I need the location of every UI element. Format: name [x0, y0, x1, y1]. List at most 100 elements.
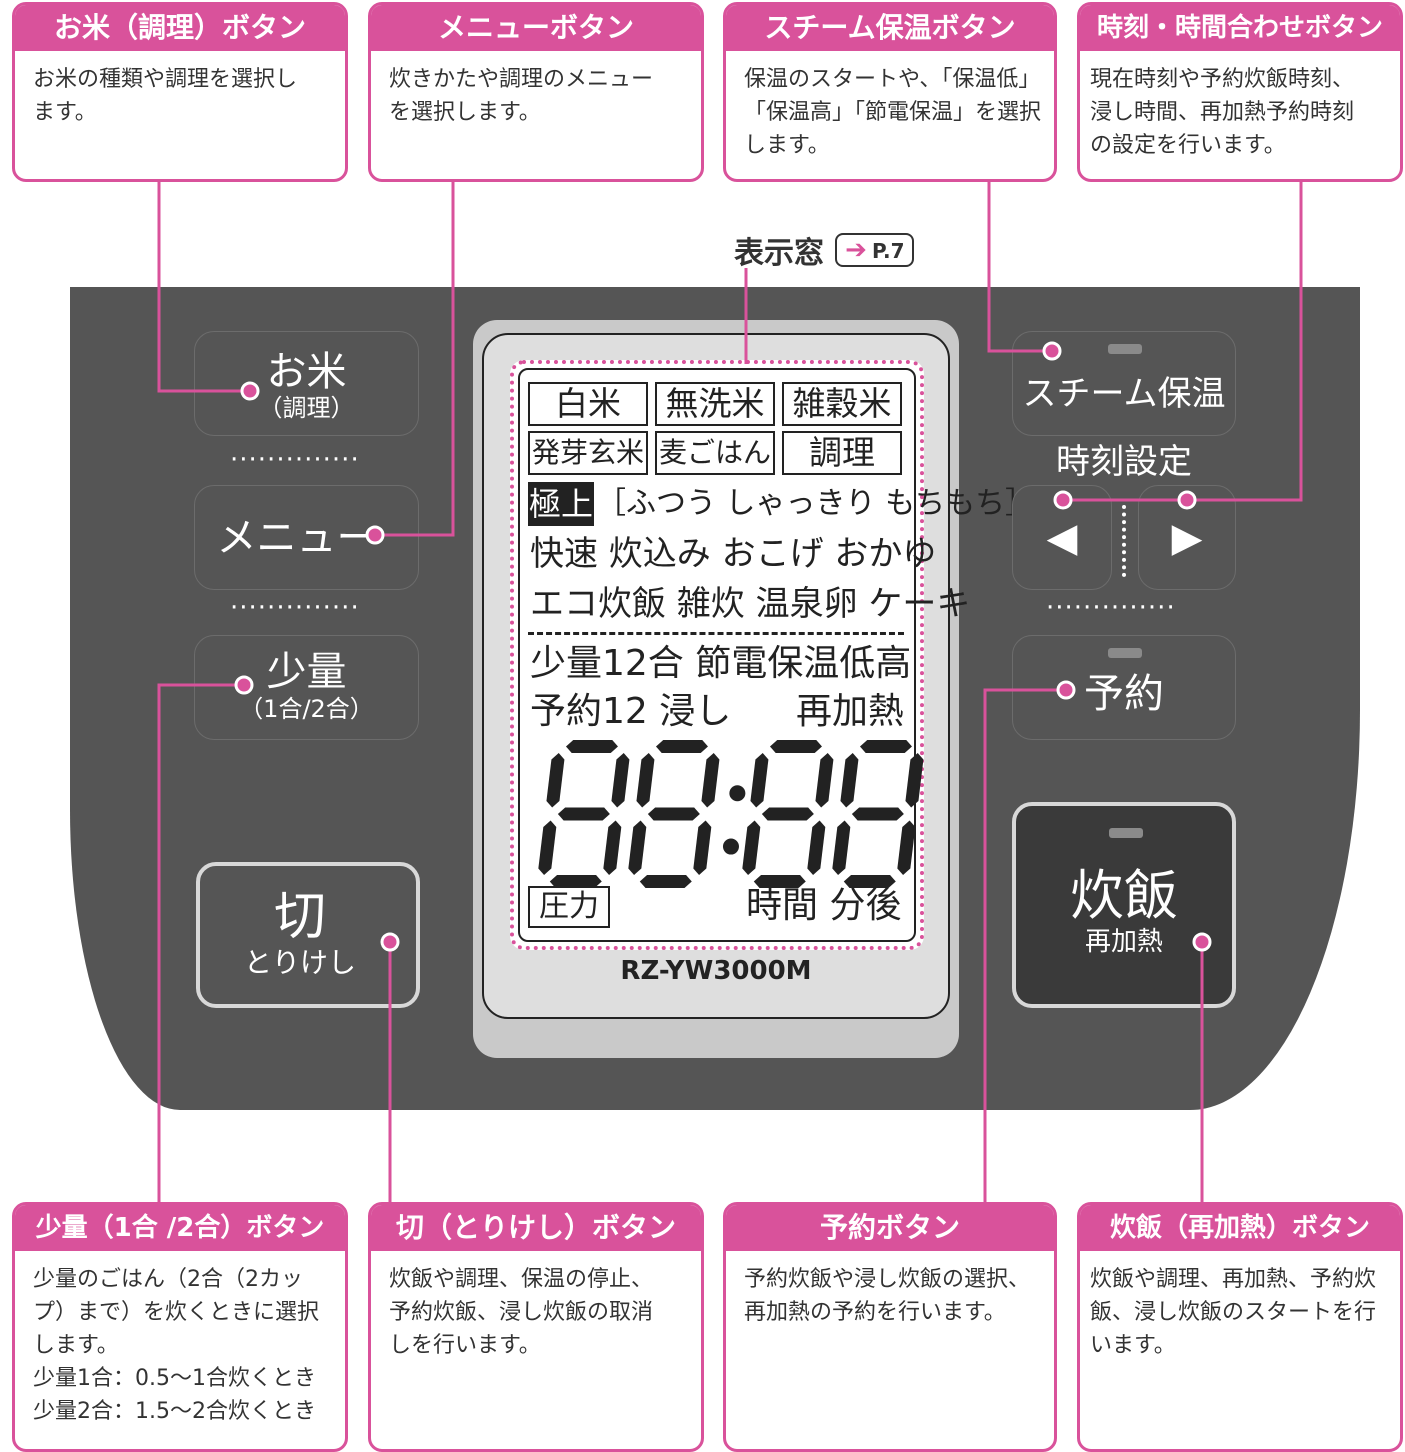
- desc-line: ます。: [33, 100, 97, 125]
- kiri-button[interactable]: 切 とりけし: [196, 862, 420, 1008]
- desc-line: 少量2合：1.5〜2合炊くとき: [33, 1399, 316, 1424]
- callout-shouryou: 少量（1合 /2合）ボタン 少量のごはん（2合（2カッ プ）まで）を炊くときに選…: [12, 1202, 348, 1452]
- suihan-label: 炊飯: [1070, 864, 1178, 927]
- desc-line: 少量1合：0.5〜1合炊くとき: [33, 1366, 316, 1391]
- callout-desc: 炊飯や調理、保温の停止、 予約炊飯、浸し炊飯の取消 しを行います。: [371, 1251, 701, 1362]
- callout-title: 時刻・時間合わせボタン: [1080, 5, 1400, 51]
- okome-sub-label: （調理）: [258, 394, 355, 422]
- callout-suihan: 炊飯（再加熱）ボタン 炊飯や調理、再加熱、予約炊 飯、浸し炊飯のスタートを行 い…: [1077, 1202, 1403, 1452]
- desc-line: します。: [744, 133, 830, 158]
- lcd-line-menu1: 快速 炊込み おこげ おかゆ: [530, 534, 937, 574]
- steam-hoon-button[interactable]: スチーム保温: [1012, 331, 1236, 436]
- desc-line: 予約炊飯や浸し炊飯の選択、: [744, 1267, 1031, 1292]
- steam-led-indicator: [1108, 344, 1142, 354]
- lcd-texture: ［ふつう しゃっきり もちもち］: [596, 486, 1036, 521]
- shouryou-button[interactable]: 少量 （1合/2合）: [194, 635, 419, 740]
- page-ref-badge: ➔ P.7: [835, 233, 915, 267]
- callout-menu: メニューボタン 炊きかたや調理のメニュー を選択します。: [368, 2, 704, 182]
- shouryou-label: 少量: [266, 649, 347, 695]
- yoyaku-led-indicator: [1108, 648, 1142, 658]
- okome-label: お米: [266, 349, 347, 395]
- lcd-line-saikanetsu: 再加熱: [796, 691, 905, 732]
- menu-button[interactable]: メニュー: [194, 485, 419, 590]
- yoyaku-label: 予約: [1084, 671, 1164, 717]
- menu-label: メニュー: [216, 515, 377, 561]
- desc-line: 予約炊飯、浸し炊飯の取消: [389, 1300, 654, 1325]
- callout-title: お米（調理）ボタン: [15, 5, 345, 51]
- desc-line: 飯、浸し炊飯のスタートを行: [1090, 1300, 1377, 1325]
- desc-line: 炊きかたや調理のメニュー: [389, 67, 654, 92]
- lcd-line-shouryou: 少量12合 節電保温低高: [530, 643, 912, 684]
- lcd-zakkokumai: 雑穀米: [782, 382, 902, 426]
- desc-line: 再加熱の予約を行います。: [744, 1300, 1006, 1325]
- time-setting-label: 時刻設定: [1056, 442, 1192, 482]
- callout-desc: 予約炊飯や浸し炊飯の選択、 再加熱の予約を行います。: [726, 1251, 1054, 1329]
- desc-line: 少量のごはん（2合（2カッ: [33, 1267, 303, 1292]
- separator-dots: ··············: [1046, 593, 1176, 623]
- callout-title: 切（とりけし）ボタン: [371, 1205, 701, 1251]
- desc-line: しを行います。: [389, 1333, 541, 1358]
- desc-line: 現在時刻や予約炊飯時刻、: [1090, 67, 1355, 92]
- desc-line: 「保温高」「節電保温」を選択: [744, 100, 1042, 125]
- lcd-chouri: 調理: [782, 431, 902, 475]
- callout-desc: 炊きかたや調理のメニュー を選択します。: [371, 51, 701, 129]
- time-back-button[interactable]: ◀: [1012, 485, 1112, 590]
- callout-desc: 保温のスタートや、「保温低」 「保温高」「節電保温」を選択 します。: [726, 51, 1054, 162]
- triangle-right-icon: ▶: [1171, 515, 1203, 561]
- callout-desc: 炊飯や調理、再加熱、予約炊 飯、浸し炊飯のスタートを行 います。: [1080, 1251, 1400, 1362]
- suihan-sub-label: 再加熱: [1084, 927, 1163, 957]
- time-button-divider: [1122, 505, 1126, 577]
- callout-title: メニューボタン: [371, 5, 701, 51]
- callout-title: 炊飯（再加熱）ボタン: [1080, 1205, 1400, 1251]
- desc-line: の設定を行います。: [1090, 133, 1286, 158]
- callout-time: 時刻・時間合わせボタン 現在時刻や予約炊飯時刻、 浸し時間、再加熱予約時刻 の設…: [1077, 2, 1403, 182]
- separator-dots: ··············: [230, 445, 360, 475]
- callout-title: 予約ボタン: [726, 1205, 1054, 1251]
- page-ref-text: P.7: [871, 239, 905, 263]
- desc-line: 炊飯や調理、保温の停止、: [389, 1267, 654, 1292]
- desc-line: します。: [33, 1333, 119, 1358]
- separator-dots: ··············: [230, 593, 360, 623]
- callout-title: 少量（1合 /2合）ボタン: [15, 1205, 345, 1251]
- desc-line: 浸し時間、再加熱予約時刻: [1090, 100, 1355, 125]
- yoyaku-button[interactable]: 予約: [1012, 635, 1236, 740]
- callout-yoyaku: 予約ボタン 予約炊飯や浸し炊飯の選択、 再加熱の予約を行います。: [723, 1202, 1057, 1452]
- callout-okome: お米（調理）ボタン お米の種類や調理を選択し ます。: [12, 2, 348, 182]
- desc-line: を選択します。: [389, 100, 541, 125]
- triangle-left-icon: ◀: [1046, 515, 1078, 561]
- lcd-divider: [528, 632, 904, 635]
- callout-desc: 少量のごはん（2合（2カッ プ）まで）を炊くときに選択 します。 少量1合：0.…: [15, 1251, 345, 1428]
- lcd-time-units: 時間 分後: [746, 885, 902, 926]
- callout-desc: 現在時刻や予約炊飯時刻、 浸し時間、再加熱予約時刻 の設定を行います。: [1080, 51, 1400, 162]
- desc-line: います。: [1090, 1333, 1176, 1358]
- display-window-text: 表示窓: [734, 236, 824, 271]
- model-number: RZ-YW3000M: [620, 956, 812, 986]
- time-forward-button[interactable]: ▶: [1138, 485, 1236, 590]
- okome-button[interactable]: お米 （調理）: [194, 331, 419, 436]
- lcd-line-menu2: エコ炊飯 雑炊 温泉卵 ケーキ: [530, 584, 971, 624]
- desc-line: 保温のスタートや、「保温低」: [744, 67, 1041, 92]
- suihan-button[interactable]: 炊飯 再加熱: [1012, 802, 1236, 1008]
- callout-desc: お米の種類や調理を選択し ます。: [15, 51, 345, 129]
- lcd-musenmai: 無洗米: [655, 382, 775, 426]
- lcd-hatsuga-genmai: 発芽玄米: [528, 431, 648, 475]
- kiri-label: 切: [273, 887, 326, 947]
- lcd-hakumai: 白米: [528, 382, 648, 426]
- callout-title: スチーム保温ボタン: [726, 5, 1054, 51]
- lcd-line-yoyaku: 予約12 浸し: [530, 691, 732, 732]
- callout-kiri: 切（とりけし）ボタン 炊飯や調理、保温の停止、 予約炊飯、浸し炊飯の取消 しを行…: [368, 1202, 704, 1452]
- lcd-gokujo: 極上: [528, 482, 594, 526]
- desc-line: お米の種類や調理を選択し: [33, 67, 298, 92]
- lcd-mugi-gohan: 麦ごはん: [655, 431, 775, 475]
- display-window-label: 表示窓 ➔ P.7: [734, 228, 915, 272]
- lcd-screen-frame: [518, 368, 916, 942]
- suihan-led-indicator: [1109, 828, 1143, 838]
- desc-line: プ）まで）を炊くときに選択: [33, 1300, 320, 1325]
- callout-steam: スチーム保温ボタン 保温のスタートや、「保温低」 「保温高」「節電保温」を選択 …: [723, 2, 1057, 182]
- desc-line: 炊飯や調理、再加熱、予約炊: [1090, 1267, 1377, 1292]
- arrow-right-icon: ➔: [845, 235, 867, 265]
- kiri-sub-label: とりけし: [243, 946, 356, 979]
- steam-label: スチーム保温: [1022, 374, 1226, 414]
- shouryou-sub-label: （1合/2合）: [239, 695, 374, 723]
- lcd-pressure: 圧力: [528, 886, 610, 928]
